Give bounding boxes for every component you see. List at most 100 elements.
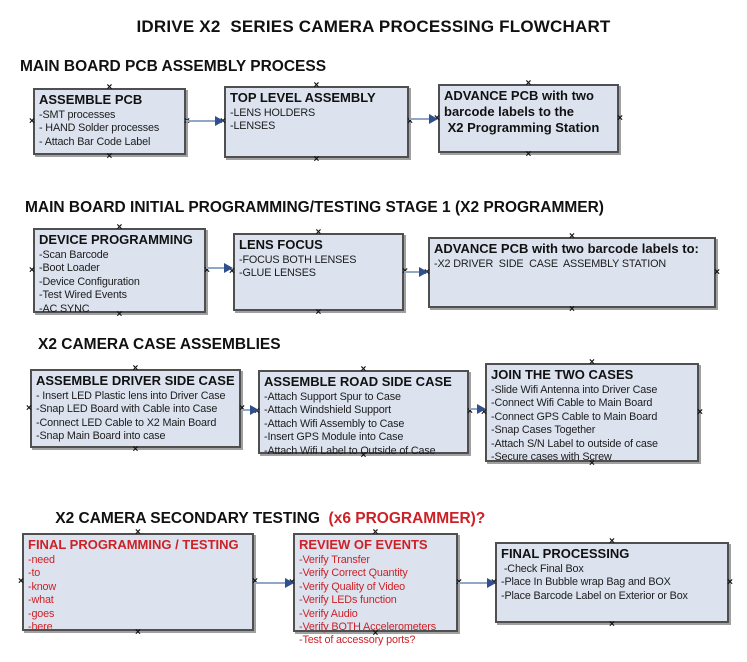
connection-point-icon: × bbox=[26, 402, 32, 414]
flow-arrow bbox=[186, 116, 224, 126]
connection-point-icon: × bbox=[569, 231, 575, 242]
box-item: -what bbox=[28, 594, 54, 607]
box-item: -Scan Barcode bbox=[39, 249, 109, 261]
section-header-initial-programming: MAIN BOARD INITIAL PROGRAMMING/TESTING S… bbox=[25, 199, 604, 216]
box-item: -Attach Wifi Label to Outside of Case bbox=[264, 444, 436, 457]
connection-point-icon: × bbox=[360, 364, 367, 375]
box-item: - Attach Bar Code Label bbox=[39, 135, 151, 148]
connection-point-icon: × bbox=[18, 576, 24, 587]
connection-point-icon: × bbox=[106, 151, 113, 162]
arrowhead-icon bbox=[215, 116, 224, 126]
box-item: -Insert GPS Module into Case bbox=[264, 431, 404, 444]
connection-point-icon: × bbox=[132, 363, 139, 374]
box-item: -Connect GPS Cable to Main Board bbox=[491, 410, 658, 423]
box-item-list: -Check Final Box -Place In Bubble wrap B… bbox=[501, 563, 723, 603]
box-item-list: - Insert LED Plastic lens into Driver Ca… bbox=[36, 390, 235, 444]
box-item: -Boot Loader bbox=[39, 262, 100, 275]
connection-point-icon: × bbox=[589, 357, 595, 368]
box-item: -FOCUS BOTH LENSES bbox=[239, 254, 357, 266]
box-advance-pcb-driver-side: × × × × ADVANCE PCB with two barcode lab… bbox=[424, 232, 720, 315]
box-device-programming: × × × × DEVICE PROGRAMMING -Scan Barcode… bbox=[29, 223, 210, 320]
box-item: -Verify Correct Quantity bbox=[299, 567, 408, 580]
connection-point-icon: × bbox=[313, 80, 320, 91]
connection-point-icon: × bbox=[617, 112, 623, 124]
box-title: LENS FOCUS bbox=[239, 237, 323, 252]
connection-point-icon: × bbox=[29, 264, 35, 276]
box-item: -Verify Quality of Video bbox=[299, 580, 406, 593]
box-title: JOIN THE TWO CASES bbox=[491, 367, 634, 382]
connection-point-icon: × bbox=[609, 536, 615, 547]
box-item-list: -FOCUS BOTH LENSES -GLUE LENSES bbox=[239, 254, 398, 281]
box-item: -here bbox=[28, 621, 53, 634]
arrowhead-icon bbox=[224, 263, 233, 273]
box-item-list: -Slide Wifi Antenna into Driver Case -Co… bbox=[491, 384, 693, 464]
box-assemble-road-side-case: × × × × ASSEMBLE ROAD SIDE CASE -Attach … bbox=[254, 365, 473, 461]
box-item-list: -X2 DRIVER SIDE CASE ASSEMBLY STATION bbox=[434, 258, 710, 271]
connection-point-icon: × bbox=[132, 444, 139, 455]
box-item: -LENSES bbox=[230, 120, 276, 133]
box-item: -Verify Transfer bbox=[299, 554, 370, 566]
arrowhead-icon bbox=[285, 578, 294, 588]
flow-arrow bbox=[404, 267, 428, 277]
box-item: -goes bbox=[28, 607, 55, 620]
box-item: -AC SYNC bbox=[39, 302, 90, 315]
arrowhead-icon bbox=[250, 405, 259, 415]
connection-point-icon: × bbox=[116, 222, 123, 233]
box-item-list: -Scan Barcode -Boot Loader -Device Confi… bbox=[39, 249, 200, 316]
box-item: -Place Barcode Label on Exterior or Box bbox=[501, 589, 688, 602]
box-item: -GLUE LENSES bbox=[239, 267, 316, 280]
box-review-of-events: × × × × REVIEW OF EVENTS -Verify Transfe… bbox=[289, 528, 462, 647]
box-item: -Attach Support Spur to Case bbox=[264, 391, 401, 403]
box-item-list: -SMT processes - HAND Solder processes -… bbox=[39, 109, 180, 149]
box-item: -know bbox=[28, 580, 57, 593]
flow-arrow bbox=[458, 578, 496, 588]
box-item: -Snap Main Board into case bbox=[36, 430, 166, 443]
box-title: FINAL PROCESSING bbox=[501, 546, 630, 561]
section-header-secondary-testing: X2 CAMERA SECONDARY TESTING (x6 PROGRAMM… bbox=[38, 492, 485, 546]
box-item-list: -Verify Transfer -Verify Correct Quantit… bbox=[299, 554, 452, 648]
box-lens-focus: × × × × LENS FOCUS -FOCUS BOTH LENSES -G… bbox=[229, 228, 408, 318]
connection-point-icon: × bbox=[525, 149, 532, 160]
box-title: REVIEW OF EVENTS bbox=[299, 537, 428, 552]
box-item: -SMT processes bbox=[39, 109, 116, 121]
box-item: -Check Final Box bbox=[501, 563, 584, 575]
box-item: -Attach Wifi Assembly to Case bbox=[264, 417, 405, 430]
flow-arrow bbox=[241, 405, 259, 415]
box-assemble-driver-side-case: × × × × ASSEMBLE DRIVER SIDE CASE - Inse… bbox=[26, 364, 245, 455]
box-item: -Slide Wifi Antenna into Driver Case bbox=[491, 384, 658, 396]
box-item: -Secure cases with Screw bbox=[491, 451, 612, 464]
box-final-programming-testing: × × × × FINAL PROGRAMMING / TESTING -nee… bbox=[18, 528, 258, 638]
box-top-level-assembly: × × × × TOP LEVEL ASSEMBLY -LENS HOLDERS… bbox=[220, 81, 413, 165]
connection-point-icon: × bbox=[29, 115, 35, 127]
box-item: -LENS HOLDERS bbox=[230, 107, 316, 119]
box-item: -X2 DRIVER SIDE CASE ASSEMBLY STATION bbox=[434, 258, 666, 270]
page-title: IDRIVE X2 SERIES CAMERA PROCESSING FLOWC… bbox=[136, 17, 611, 36]
connection-point-icon: × bbox=[525, 78, 532, 89]
box-item: -Verify LEDs function bbox=[299, 594, 397, 607]
box-title: ADVANCE PCB with two barcode labels to t… bbox=[444, 88, 600, 135]
box-item: -Verify Audio bbox=[299, 607, 358, 620]
flow-arrow bbox=[206, 263, 233, 273]
connection-point-icon: × bbox=[569, 304, 575, 315]
connection-point-icon: × bbox=[315, 227, 322, 238]
arrowhead-icon bbox=[419, 267, 428, 277]
flow-arrow bbox=[409, 114, 438, 124]
connection-point-icon: × bbox=[609, 619, 615, 630]
arrowhead-icon bbox=[487, 578, 496, 588]
box-final-processing: × × × × FINAL PROCESSING -Check Final Bo… bbox=[491, 537, 733, 630]
connection-point-icon: × bbox=[714, 266, 720, 278]
arrowhead-icon bbox=[429, 114, 438, 124]
connection-point-icon: × bbox=[315, 307, 322, 318]
connection-point-icon: × bbox=[313, 154, 320, 165]
connection-point-icon: × bbox=[697, 406, 703, 418]
section-header-black-part: X2 CAMERA SECONDARY TESTING bbox=[55, 510, 325, 527]
box-item: -Attach S/N Label to outside of case bbox=[491, 437, 658, 450]
box-item: -need bbox=[28, 554, 55, 566]
box-item: -Verify BOTH Accelerometers bbox=[299, 621, 436, 634]
box-item: -Connect Wifi Cable to Main Board bbox=[491, 397, 653, 410]
box-item: -Test Wired Events bbox=[39, 289, 127, 302]
flow-arrow bbox=[469, 404, 486, 414]
box-join-the-two-cases: × × × × JOIN THE TWO CASES -Slide Wifi A… bbox=[481, 358, 703, 469]
box-item: -Device Configuration bbox=[39, 275, 140, 288]
